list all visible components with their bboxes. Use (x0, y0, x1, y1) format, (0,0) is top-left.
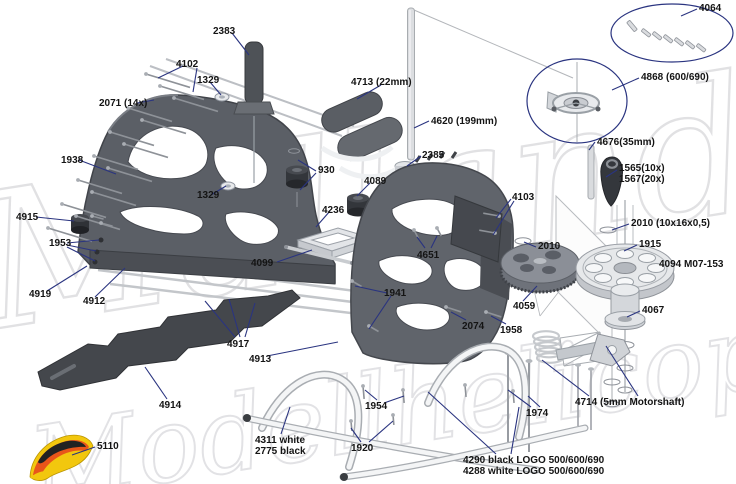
bottom-plate-illustration (37, 289, 301, 391)
main-gear-illustration (575, 200, 675, 394)
canopy-illustration (29, 434, 94, 481)
leader-lines (35, 8, 698, 456)
handle-illustration (233, 41, 275, 183)
rubber-isolators-illustration (71, 148, 369, 234)
small-gear-illustration (499, 237, 581, 294)
motor-mount-illustration (504, 330, 631, 452)
collar-illustrations (214, 92, 236, 191)
landing-gear-illustration (242, 342, 589, 481)
right-frame-illustration (350, 151, 514, 365)
screws-illustration (46, 72, 515, 432)
swashplate-callout (526, 58, 628, 144)
bottom-plate-slot (50, 364, 76, 380)
pin-set-callout (610, 3, 734, 63)
